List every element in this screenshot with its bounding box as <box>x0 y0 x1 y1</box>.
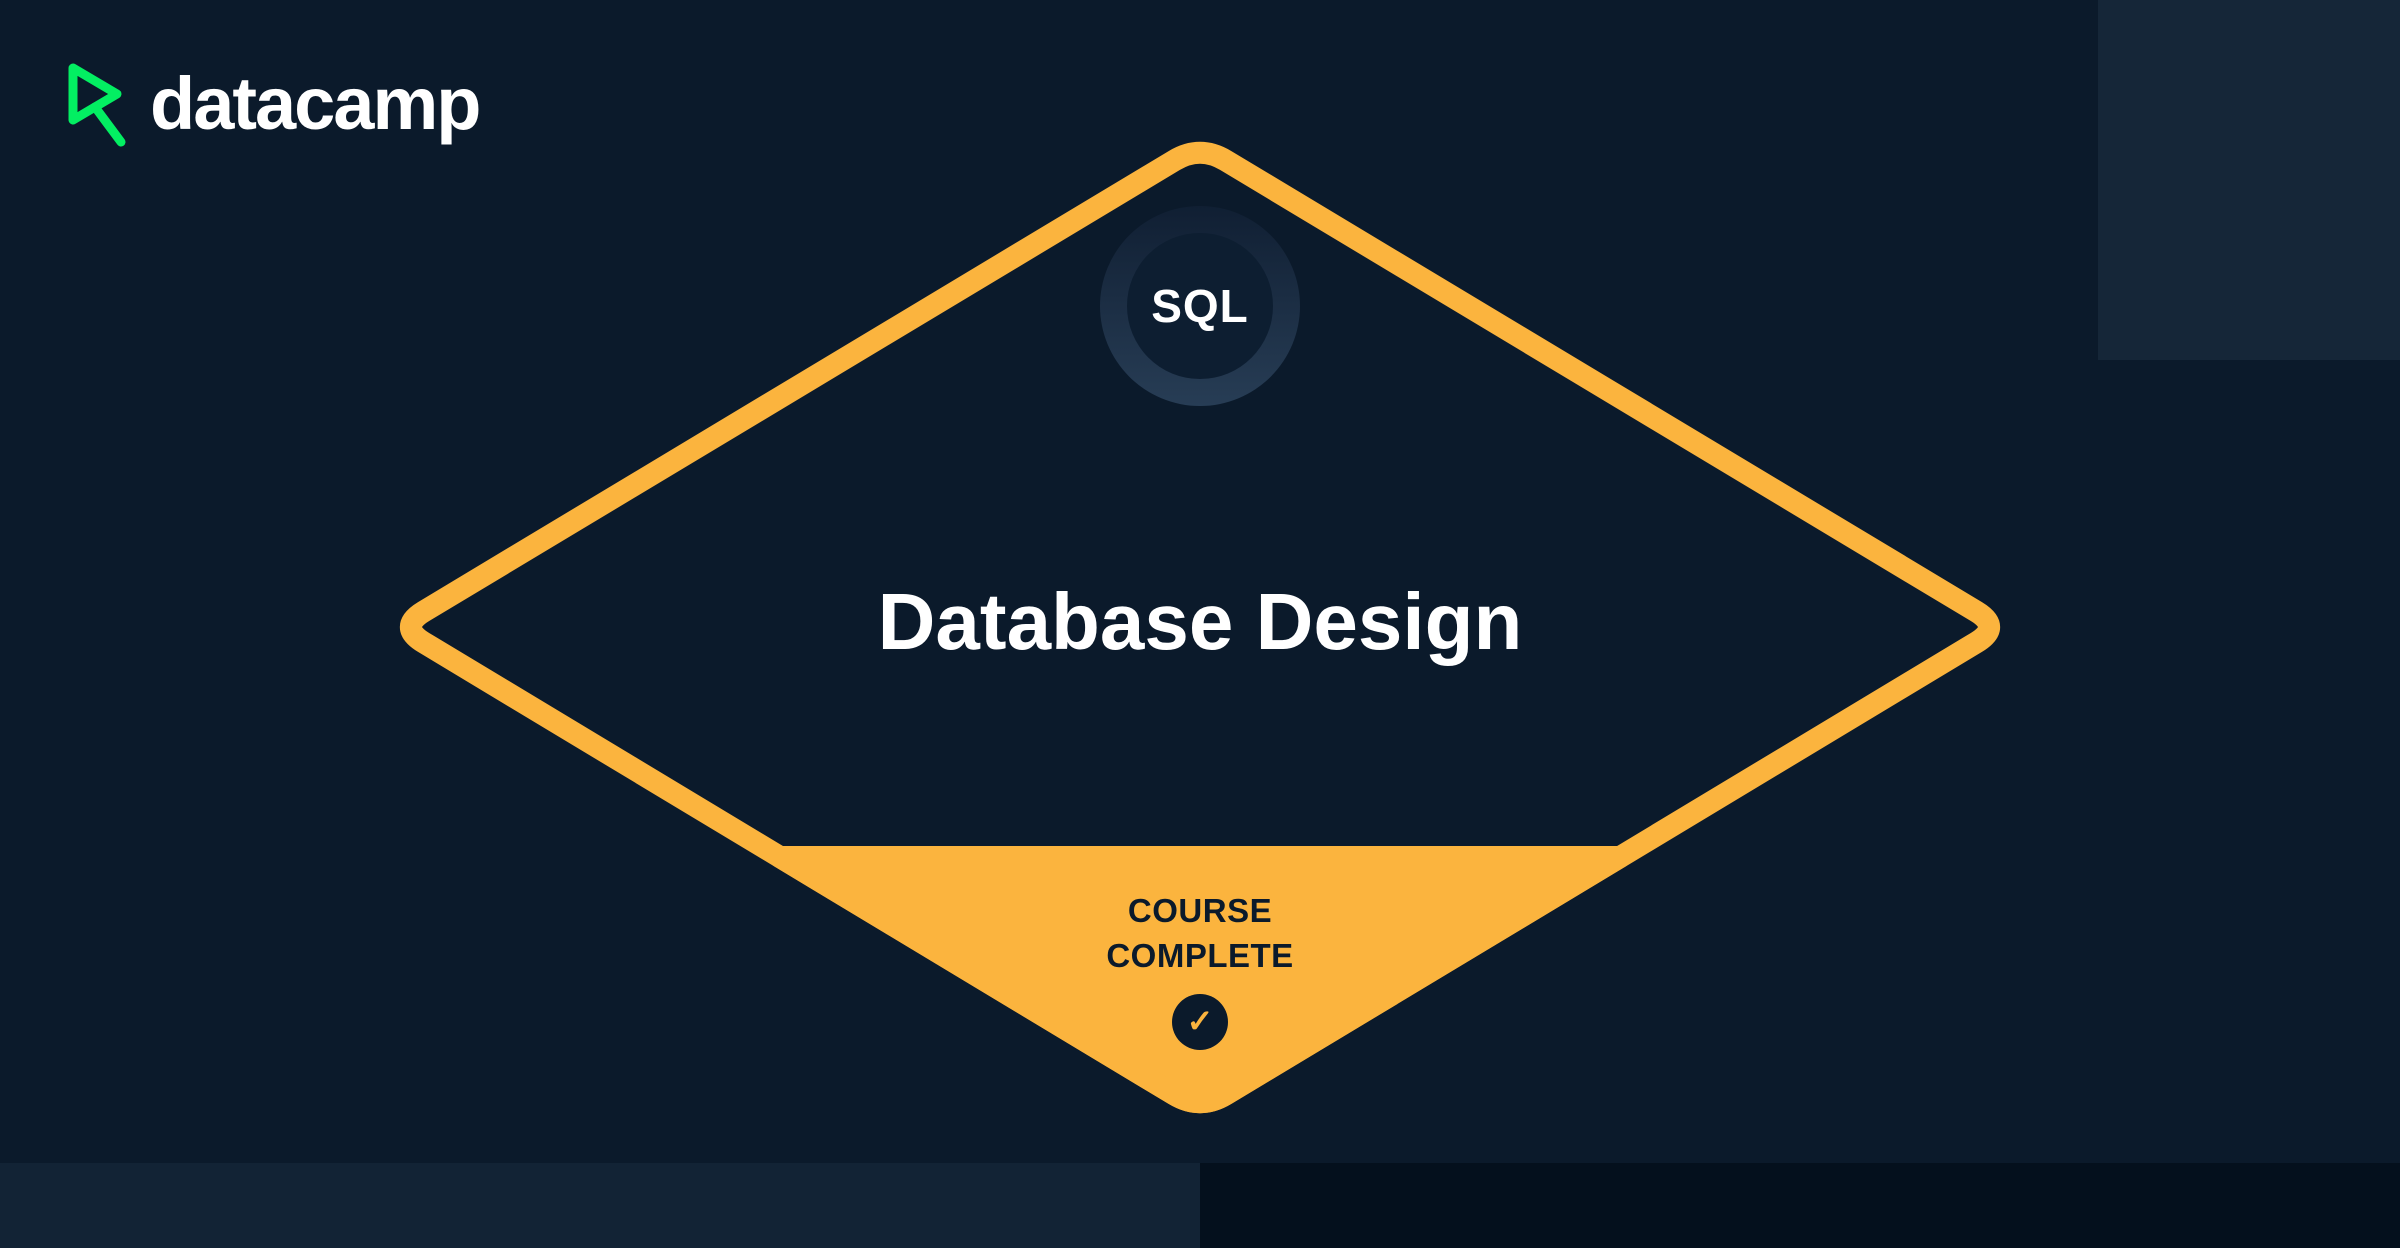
status-line-2: COMPLETE <box>1106 937 1294 974</box>
course-title: Database Design <box>877 577 1523 666</box>
decor-bottom-right-block <box>1200 1163 2400 1248</box>
technology-badge-inner: SQL <box>1127 233 1273 379</box>
decor-top-right-block <box>2098 0 2400 360</box>
datacamp-wordmark: datacamp <box>150 62 481 145</box>
technology-badge: SQL <box>1100 206 1300 406</box>
decor-bottom-left-block <box>0 1163 1200 1248</box>
diamond-bottom-fill <box>768 846 1632 1114</box>
datacamp-logo: datacamp <box>62 52 481 156</box>
status-line-1: COURSE <box>1127 892 1273 929</box>
check-circle: ✓ <box>1172 994 1228 1050</box>
course-status: COURSE COMPLETE <box>0 888 2400 978</box>
technology-label: SQL <box>1151 280 1249 332</box>
checkmark-icon: ✓ <box>1186 1003 1214 1039</box>
datacamp-logo-icon <box>68 63 126 147</box>
